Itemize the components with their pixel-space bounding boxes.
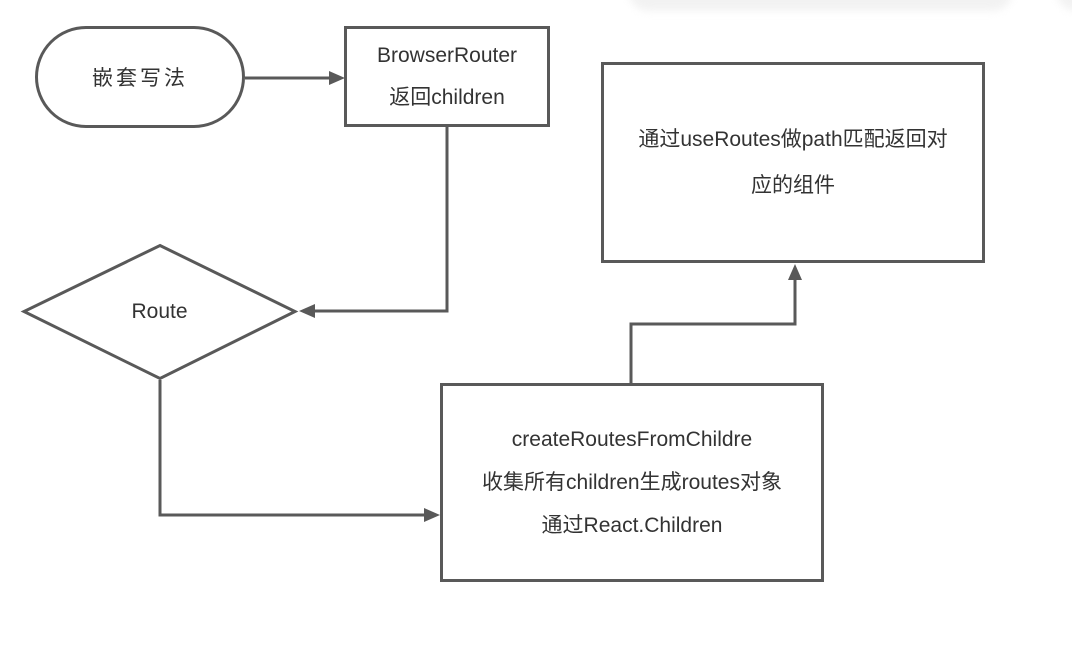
- arrowhead-createroutes-to-useroutes: [788, 264, 802, 280]
- arrowhead-browserrouter-to-route: [299, 304, 315, 318]
- start-node-shape[interactable]: [35, 26, 245, 128]
- toolbar-remnant: [1056, 0, 1072, 11]
- browser-router-node-shape[interactable]: [344, 26, 550, 127]
- arrowhead-start-to-browserrouter: [329, 71, 345, 85]
- create-routes-node-shape[interactable]: [440, 383, 824, 582]
- edge-createroutes-to-useroutes[interactable]: [629, 280, 797, 383]
- edge-route-to-createroutes[interactable]: [158, 380, 424, 517]
- use-routes-node-shape[interactable]: [601, 62, 985, 263]
- arrowhead-route-to-createroutes: [424, 508, 440, 522]
- route-decision-node-shape[interactable]: [20, 243, 299, 381]
- toolbar-remnant: [628, 0, 1013, 11]
- edge-browserrouter-to-route[interactable]: [315, 127, 449, 313]
